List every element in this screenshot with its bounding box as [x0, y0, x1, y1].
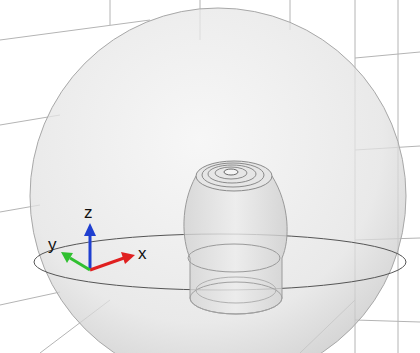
air-sphere [30, 8, 406, 353]
barrel-object [184, 161, 287, 314]
axis-label: y [48, 236, 57, 253]
axis-label: x [138, 245, 147, 262]
axis-triad [61, 223, 135, 270]
axis-label: z [84, 204, 93, 221]
